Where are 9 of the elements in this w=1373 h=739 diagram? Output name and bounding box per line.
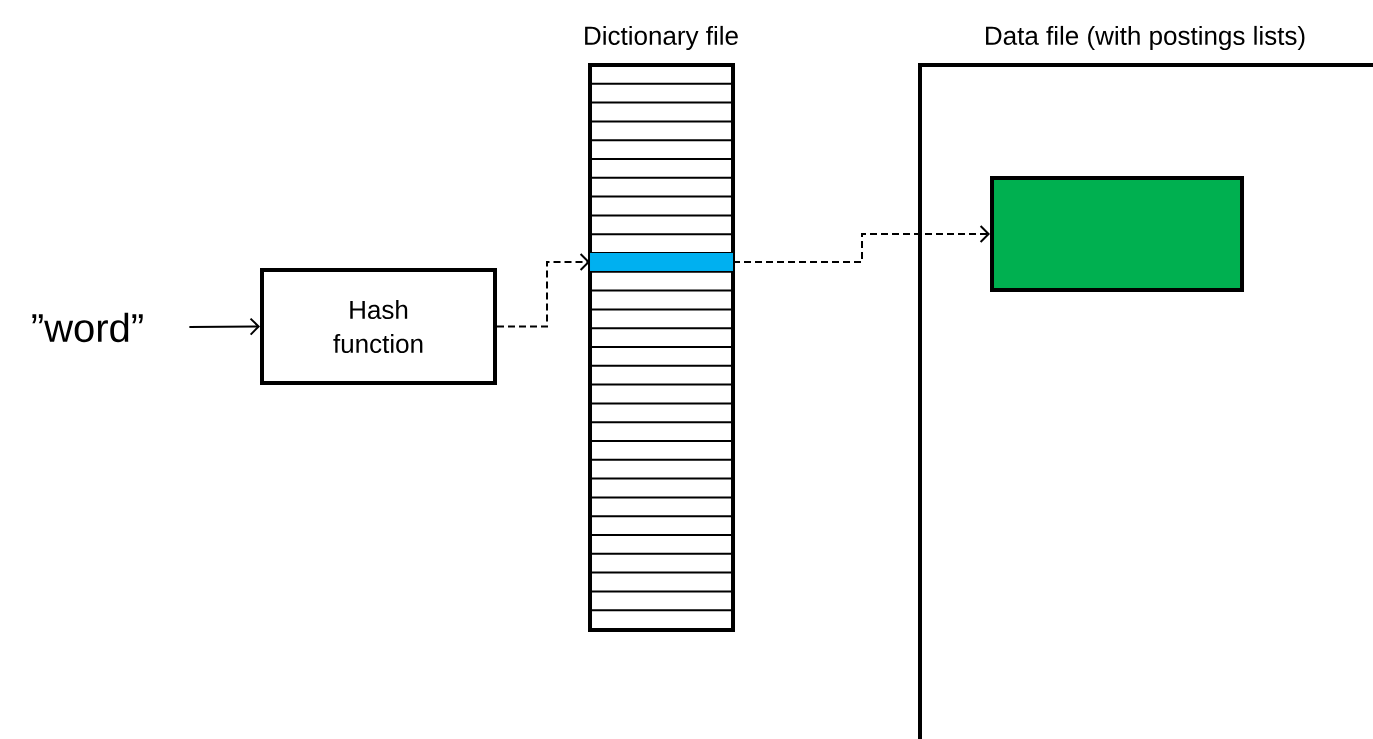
heading: Data file (with postings lists) xyxy=(986,25,1305,51)
process-box: Hash function xyxy=(260,268,497,385)
heading: Dictionary file xyxy=(585,25,738,51)
postings-list-block xyxy=(990,176,1244,292)
arrow xyxy=(732,225,990,263)
arrow xyxy=(188,317,260,336)
quoted-word: ”word” xyxy=(32,312,143,343)
highlighted-slot xyxy=(590,253,733,271)
arrow xyxy=(496,253,590,328)
